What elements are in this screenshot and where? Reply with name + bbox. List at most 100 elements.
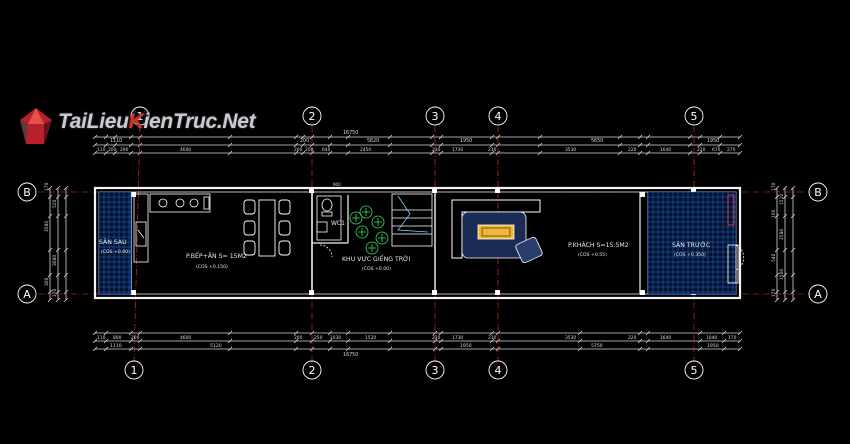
grid-bubble (684, 360, 704, 380)
dim-text: 1520 (365, 335, 376, 341)
brand-logo-icon (20, 108, 52, 144)
grid-bubble (425, 360, 445, 380)
grid-bubble (17, 182, 37, 202)
dim-text: 1110 (110, 343, 122, 349)
dim-tick (774, 272, 780, 278)
room-level-kitchen: (COS +0.150) (196, 264, 228, 270)
dim-tick (697, 330, 703, 336)
dim-text: 1730 (452, 335, 463, 341)
dim-text: 200 (294, 335, 303, 341)
dim-tick (112, 134, 118, 140)
dim-tick (227, 346, 233, 352)
grid-bubble (808, 182, 828, 202)
column (131, 192, 136, 197)
dim-tick (537, 150, 543, 156)
grid-label: 1 (131, 364, 138, 377)
dim-tick (112, 150, 118, 156)
dim-tick (345, 338, 351, 344)
dim-tick (63, 213, 69, 219)
dim-tick (293, 142, 299, 148)
room-label-living: P.KHÁCH S=15.5M2 (568, 240, 629, 249)
dim-tick (790, 297, 796, 303)
dim-tick (577, 330, 583, 336)
dim-tick (697, 142, 703, 148)
dim-text: 1950 (460, 343, 472, 349)
dim-tick (790, 247, 796, 253)
plant (359, 205, 373, 219)
dim-tick (327, 338, 333, 344)
dim-tick (717, 142, 723, 148)
watermark: TaiLieuKienTruc.Net (14, 104, 264, 152)
dim-text: 110 (97, 147, 106, 153)
dim-text: 1510 (779, 194, 785, 205)
dim-tick (387, 142, 393, 148)
dim-tick (300, 142, 306, 148)
plant-leaf (362, 208, 370, 216)
dim-tick (92, 150, 98, 156)
dim-tick (293, 134, 299, 140)
dim-tick (697, 346, 703, 352)
dim-tick (128, 150, 134, 156)
dim-tick (227, 134, 233, 140)
dim-top-left-2: 200 (300, 138, 309, 144)
dim-tick (429, 150, 435, 156)
dim-text: 3580 (44, 221, 50, 232)
dim-tick (489, 330, 495, 336)
dim-text: 3080 (52, 255, 58, 266)
grid-bubble (124, 360, 144, 380)
grid-bubble (488, 106, 508, 126)
dim-tick (438, 134, 444, 140)
watermark-suffix: ienTruc.Net (143, 110, 256, 133)
room-label-back-yard: SÂN SAU (99, 237, 127, 246)
dim-tick (721, 346, 727, 352)
dim-tick (63, 194, 69, 200)
dim-tick (737, 346, 743, 352)
dim-tick (387, 134, 393, 140)
dim-tick (577, 338, 583, 344)
dim-text: 3530 (565, 335, 576, 341)
grid-label: 2 (309, 364, 316, 377)
dim-tick (637, 150, 643, 156)
dim-text: 4600 (180, 147, 191, 153)
dim-text: 110 (97, 335, 106, 341)
dining-table (243, 199, 291, 257)
dim-tick (790, 272, 796, 278)
dim-tick (737, 150, 743, 156)
main-door (727, 194, 745, 284)
dim-tick (327, 346, 333, 352)
dim-text: 1640 (660, 335, 671, 341)
plant-leaf (358, 228, 366, 236)
dim-tick (438, 142, 444, 148)
dim-text: 170 (44, 182, 50, 191)
dim-text: 540 (771, 253, 777, 262)
dim-tick (103, 346, 109, 352)
dim-bottom-total: 16750 (343, 352, 358, 358)
plant-leaf (374, 218, 382, 226)
plant (365, 241, 379, 255)
dim-text: 270 (727, 147, 736, 153)
room-labels: SÂN SAU (COS +0.00) P.BẾP+ĂN S= 15M2 (CO… (99, 220, 710, 272)
grid-bubble (808, 284, 828, 304)
dim-tick (55, 194, 61, 200)
dim-text: 100 (771, 209, 777, 218)
grid-bubble (488, 360, 508, 380)
dim-tick (55, 247, 61, 253)
room-level-living: (COS +0.55) (578, 252, 607, 258)
dim-tick (293, 330, 299, 336)
grid-label: 5 (691, 110, 698, 123)
dim-tick (103, 150, 109, 156)
dim-text: 230 (488, 147, 497, 153)
dim-tick (774, 213, 780, 219)
dim-tick (293, 338, 299, 344)
dim-tick (345, 346, 351, 352)
dim-tick (717, 150, 723, 156)
back-yard-hatch (98, 191, 132, 295)
dim-tick (387, 346, 393, 352)
dim-tick (489, 134, 495, 140)
dim-tick (63, 289, 69, 295)
dimension-lines (49, 136, 794, 350)
plant (349, 211, 363, 225)
column (495, 188, 500, 193)
grid-bubble (130, 106, 150, 126)
